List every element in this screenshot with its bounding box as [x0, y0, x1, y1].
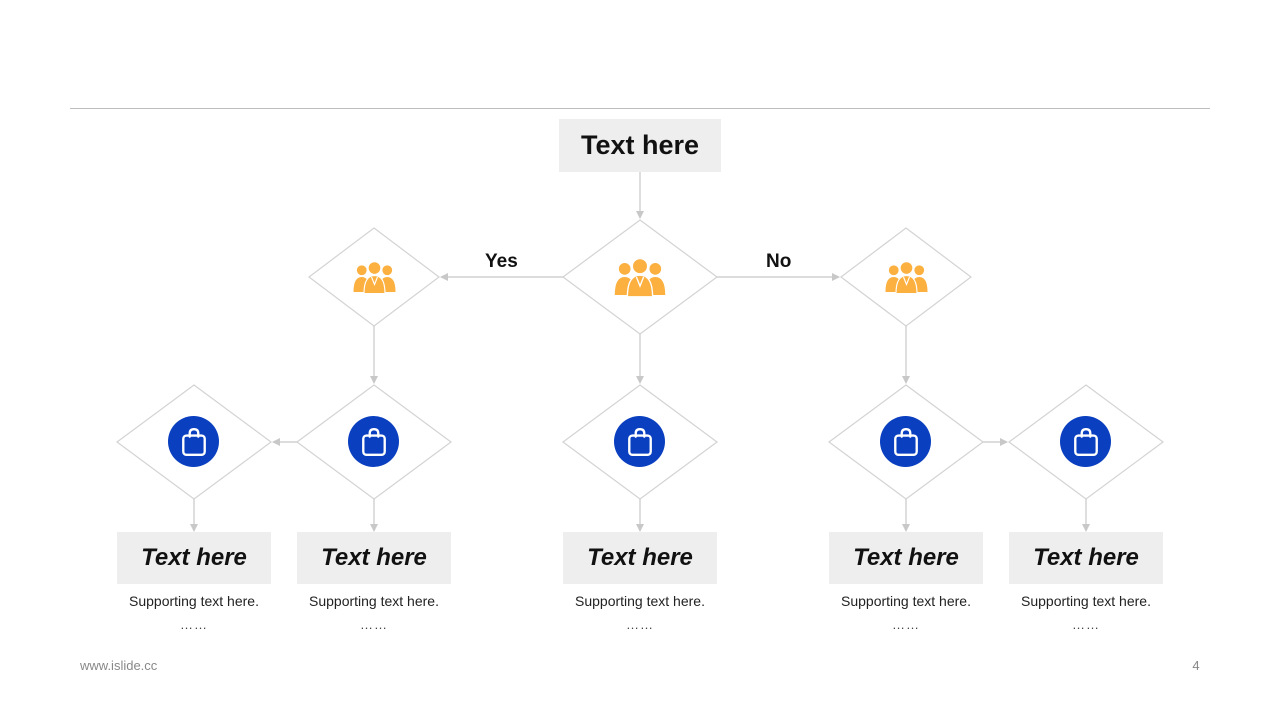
shopping-bag-icon	[348, 416, 399, 467]
result-heading-5: Text here	[1009, 532, 1163, 584]
no-label: No	[766, 251, 792, 272]
team-icon	[612, 255, 668, 299]
shopping-bag-icon	[614, 416, 665, 467]
result-heading-2: Text here	[297, 532, 451, 584]
supporting-text-5: Supporting text here.	[1021, 593, 1151, 609]
team-icon	[883, 259, 929, 295]
title-box: Text here	[559, 119, 721, 172]
shopping-bag-icon	[880, 416, 931, 467]
ellipsis-1: ……	[180, 617, 208, 632]
footer-url[interactable]: www.islide.cc	[80, 658, 158, 673]
supporting-text-3: Supporting text here.	[575, 593, 705, 609]
shopping-bag-icon	[168, 416, 219, 467]
supporting-text-4: Supporting text here.	[841, 593, 971, 609]
supporting-text-2: Supporting text here.	[309, 593, 439, 609]
ellipsis-3: ……	[626, 617, 654, 632]
ellipsis-5: ……	[1072, 617, 1100, 632]
team-icon	[351, 259, 397, 295]
shopping-bag-icon	[1060, 416, 1111, 467]
result-heading-1: Text here	[117, 532, 271, 584]
header-divider	[70, 108, 1210, 109]
result-heading-3: Text here	[563, 532, 717, 584]
ellipsis-2: ……	[360, 617, 388, 632]
result-heading-4: Text here	[829, 532, 983, 584]
page-number: 4	[1192, 658, 1200, 673]
ellipsis-4: ……	[892, 617, 920, 632]
supporting-text-1: Supporting text here.	[129, 593, 259, 609]
yes-label: Yes	[485, 251, 518, 272]
